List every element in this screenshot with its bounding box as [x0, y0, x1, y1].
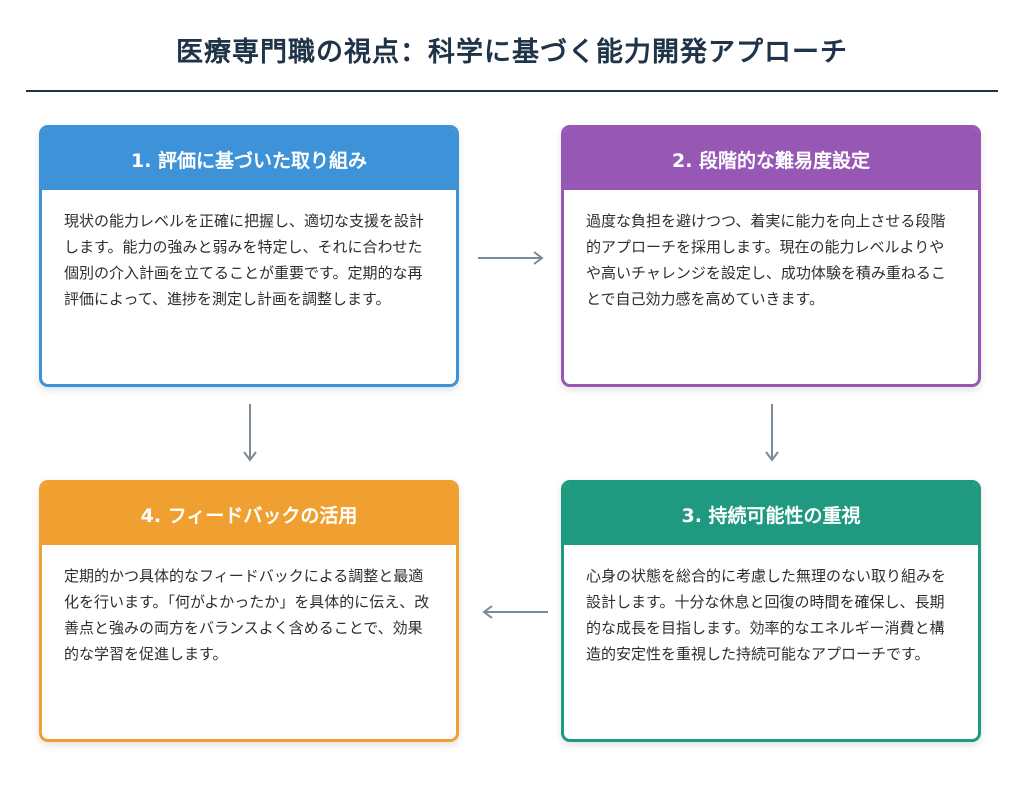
step-card-3-heading: 3. 持続可能性の重視	[564, 483, 978, 545]
step-card-1-heading: 1. 評価に基づいた取り組み	[42, 128, 456, 190]
step-card-3-body: 心身の状態を総合的に考慮した無理のない取り組みを設計します。十分な休息と回復の時…	[586, 567, 947, 663]
arrow-right-icon	[478, 251, 544, 265]
arrow-down-icon	[243, 404, 257, 462]
step-card-4-heading: 4. フィードバックの活用	[42, 483, 456, 545]
arrow-down-icon	[765, 404, 779, 462]
step-card-3: 3. 持続可能性の重視 心身の状態を総合的に考慮した無理のない取り組みを設計しま…	[561, 480, 981, 742]
arrow-left-icon	[482, 605, 548, 619]
step-card-4-body: 定期的かつ具体的なフィードバックによる調整と最適化を行います。「何がよかったか」…	[64, 567, 430, 663]
step-card-1: 1. 評価に基づいた取り組み 現状の能力レベルを正確に把握し、適切な支援を設計し…	[39, 125, 459, 387]
step-card-2: 2. 段階的な難易度設定 過度な負担を避けつつ、着実に能力を向上させる段階的アプ…	[561, 125, 981, 387]
step-card-1-body: 現状の能力レベルを正確に把握し、適切な支援を設計します。能力の強みと弱みを特定し…	[64, 212, 425, 308]
step-card-2-body: 過度な負担を避けつつ、着実に能力を向上させる段階的アプローチを採用します。現在の…	[586, 212, 946, 308]
step-card-2-heading: 2. 段階的な難易度設定	[564, 128, 978, 190]
title-divider	[26, 90, 998, 92]
step-card-4: 4. フィードバックの活用 定期的かつ具体的なフィードバックによる調整と最適化を…	[39, 480, 459, 742]
page-title: 医療専門職の視点：科学に基づく能力開発アプローチ	[176, 37, 848, 68]
